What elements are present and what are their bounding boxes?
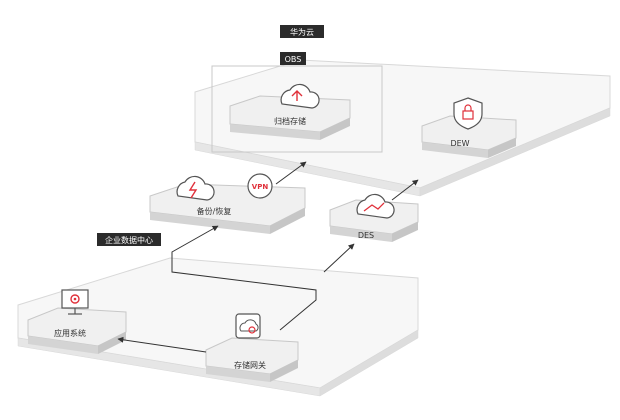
obs-region-tag-text: OBS: [285, 55, 302, 64]
shield-lock-icon: [453, 97, 483, 130]
arrow-gateway-to-app: [117, 336, 207, 353]
backup-restore-label: 备份/恢复: [197, 206, 232, 216]
obs-region-tag: [280, 52, 306, 65]
storage-gateway-node[interactable]: 存储网关: [205, 313, 299, 382]
cloud-region-tag-text: 华为云: [290, 27, 314, 37]
storage-gateway-icon: [235, 313, 261, 339]
cloud-region-tag: [280, 25, 324, 38]
archive-storage-node[interactable]: 归档存储: [229, 83, 351, 140]
cloud-lightning-icon: [176, 175, 215, 201]
dew-label: DEW: [450, 139, 469, 148]
arrow-datacenter-to-des: [323, 243, 355, 273]
arrow-gateway-to-backup: [171, 225, 317, 331]
vpn-icon: VPN: [247, 173, 273, 199]
archive-storage-label: 归档存储: [274, 116, 306, 126]
arrow-des-to-cloud: [391, 179, 419, 201]
application-system-node[interactable]: 应用系统: [27, 289, 127, 354]
vpn-icon-text: VPN: [252, 183, 269, 191]
storage-gateway-label: 存储网关: [234, 360, 266, 370]
des-label: DES: [358, 231, 374, 240]
datacenter-region-tag: [97, 233, 161, 246]
datacenter-region-tag-text: 企业数据中心: [105, 235, 153, 245]
connectors: [117, 161, 419, 353]
application-system-label: 应用系统: [54, 328, 86, 338]
cloud-upload-icon: [280, 83, 320, 109]
monitor-gear-icon: [61, 289, 89, 315]
des-node[interactable]: DES: [329, 193, 419, 242]
backup-restore-node[interactable]: VPN 备份/恢复: [149, 173, 306, 234]
arrow-backup-to-archive: [275, 161, 307, 185]
obs-region: OBS: [211, 52, 383, 153]
cloud-transfer-icon: [356, 193, 395, 219]
dew-node[interactable]: DEW: [421, 97, 517, 158]
